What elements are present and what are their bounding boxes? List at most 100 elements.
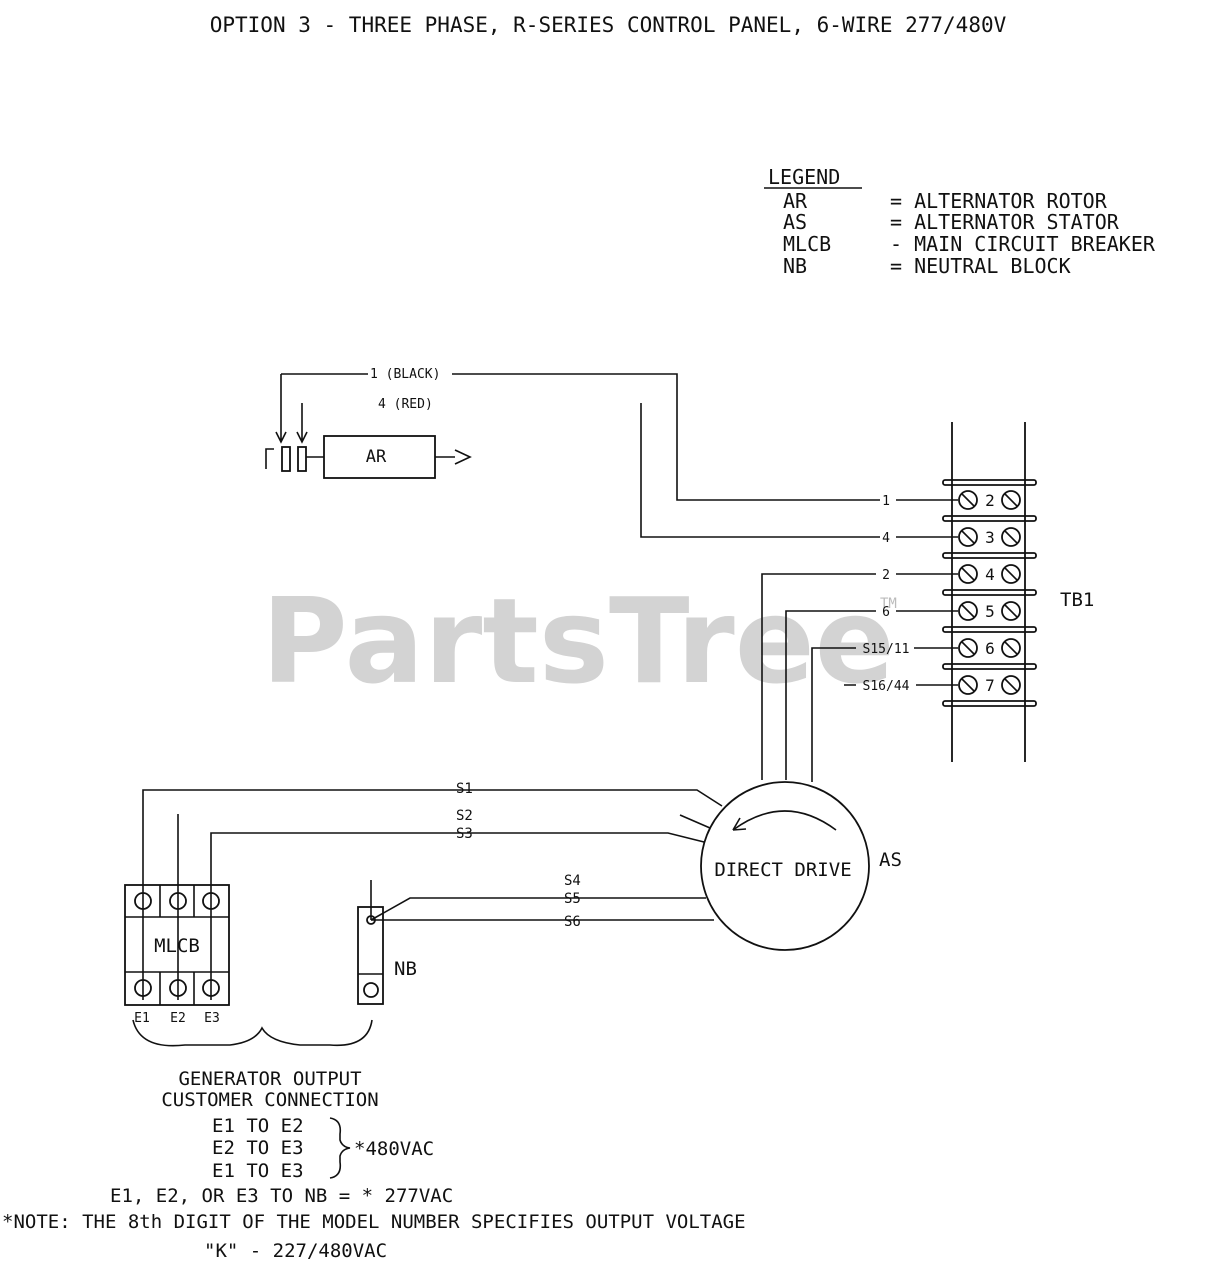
- screw-slot: [961, 567, 975, 581]
- terminal-icon: [134, 979, 152, 997]
- wire-4-red: [640, 403, 880, 538]
- brush-black: [275, 374, 287, 444]
- legend-heading: LEGEND: [768, 165, 840, 189]
- terminal-icon: [363, 982, 379, 998]
- screw-icon: [958, 638, 978, 658]
- note-line1: *NOTE: THE 8th DIGIT OF THE MODEL NUMBER…: [2, 1211, 746, 1233]
- screw-slot: [1004, 530, 1018, 544]
- legend-abbr-as: AS: [783, 210, 807, 234]
- legend-abbr-mlcb: MLCB: [783, 232, 831, 256]
- lead-s2: [679, 814, 711, 829]
- lead-label: S6: [564, 914, 581, 930]
- legend-abbr-nb: NB: [783, 254, 807, 278]
- terminal-wire-label: 1: [882, 494, 890, 509]
- terminal-icon: [366, 915, 376, 925]
- brush-red: [296, 403, 308, 444]
- terminal-row: 7 S16/44: [863, 675, 1021, 695]
- tb1-bar: [942, 515, 1037, 522]
- terminal-number: 5: [985, 602, 995, 621]
- output-brace: [132, 1019, 373, 1047]
- watermark-tm: TM: [880, 596, 897, 612]
- terminal-icon: [202, 979, 220, 997]
- terminal-wire-label: 4: [882, 531, 890, 546]
- screw-slot: [1004, 678, 1018, 692]
- legend-desc-as: = ALTERNATOR STATOR: [890, 210, 1120, 234]
- stator-circle: [700, 781, 870, 951]
- screw-slot: [1004, 641, 1018, 655]
- slip-ring-2: [297, 446, 307, 472]
- wire-s15: [811, 647, 958, 782]
- slip-ring-1: [281, 446, 291, 472]
- terminal-row: 4 2: [882, 564, 1021, 584]
- watermark: PartsTree: [261, 572, 895, 710]
- rotation-arrowhead: [732, 817, 747, 831]
- terminal-icon: [202, 892, 220, 910]
- terminal-row: 2 1: [882, 490, 1021, 510]
- mlcb-terminal-label: E3: [204, 1011, 220, 1026]
- screw-slot: [1004, 567, 1018, 581]
- terminal-wire-label: S15/11: [863, 642, 910, 657]
- rotor-bracket: [265, 448, 274, 469]
- output-line1: GENERATOR OUTPUT: [178, 1068, 361, 1090]
- diagram-title: OPTION 3 - THREE PHASE, R-SERIES CONTROL…: [210, 13, 1007, 37]
- screw-icon: [1001, 675, 1021, 695]
- tb1-bar: [942, 589, 1037, 596]
- screw-icon: [1001, 564, 1021, 584]
- terminal-block-tb1: 2 1 3 4 4 2 5 6: [863, 422, 1094, 762]
- legend: LEGEND AR = ALTERNATOR ROTOR AS = ALTERN…: [764, 165, 1156, 278]
- rotor-shaft-end: [435, 449, 472, 465]
- pairs-brace: [329, 1117, 351, 1179]
- screw-slot: [961, 641, 975, 655]
- screw-icon: [1001, 490, 1021, 510]
- legend-desc-ar: = ALTERNATOR ROTOR: [890, 189, 1108, 213]
- tb1-bar: [942, 479, 1037, 486]
- screw-slot: [961, 604, 975, 618]
- lead-label: S3: [456, 826, 473, 842]
- screw-icon: [958, 527, 978, 547]
- terminal-wire-label: 2: [882, 568, 890, 583]
- mlcb-terminal-label: E1: [134, 1011, 150, 1026]
- terminal-number: 4: [985, 565, 995, 584]
- lead-s1: [142, 789, 723, 1000]
- tb1-bar: [942, 552, 1037, 559]
- screw-slot: [1004, 604, 1018, 618]
- tb1-label: TB1: [1060, 589, 1094, 611]
- tb1-bar: [942, 626, 1037, 633]
- nb-label: NB: [394, 958, 417, 980]
- alternator-stator: DIRECT DRIVE AS: [700, 781, 902, 951]
- terminal-row: 5 6: [882, 601, 1021, 621]
- rotor-label: AR: [366, 447, 387, 467]
- terminal-icon: [169, 892, 187, 910]
- wire-red-label: 4 (RED): [378, 397, 433, 412]
- screw-slot: [961, 678, 975, 692]
- wire-black-label: 1 (BLACK): [370, 367, 440, 382]
- screw-icon: [1001, 527, 1021, 547]
- terminal-icon: [134, 892, 152, 910]
- terminal-row: 6 S15/11: [863, 638, 1021, 658]
- main-circuit-breaker: MLCB E1 E2 E3: [124, 884, 230, 1026]
- tb1-bar: [942, 700, 1037, 707]
- legend-desc-mlcb: - MAIN CIRCUIT BREAKER: [890, 232, 1156, 256]
- lead-s3: [210, 832, 705, 1000]
- nb-body: [357, 906, 384, 1005]
- lead-label: S1: [456, 781, 473, 797]
- terminal-number: 7: [985, 676, 995, 695]
- mlcb-label: MLCB: [154, 935, 200, 957]
- mlcb-body: [124, 884, 230, 1006]
- wire-1-black: [281, 373, 880, 501]
- screw-slot: [961, 493, 975, 507]
- screw-icon: [958, 490, 978, 510]
- output-pair: E1 TO E3: [212, 1160, 304, 1182]
- lead-label: S4: [564, 873, 581, 889]
- lead-label: S2: [456, 808, 473, 824]
- legend-abbr-ar: AR: [783, 189, 808, 213]
- screw-icon: [1001, 601, 1021, 621]
- screw-slot: [1004, 493, 1018, 507]
- output-pair: E1 TO E2: [212, 1115, 304, 1137]
- terminal-row: 3 4: [882, 527, 1021, 547]
- terminal-wire-label: S16/44: [863, 679, 910, 694]
- rotation-arrow-icon: [732, 810, 837, 831]
- mlcb-terminal-label: E2: [170, 1011, 186, 1026]
- legend-desc-nb: = NEUTRAL BLOCK: [890, 254, 1071, 278]
